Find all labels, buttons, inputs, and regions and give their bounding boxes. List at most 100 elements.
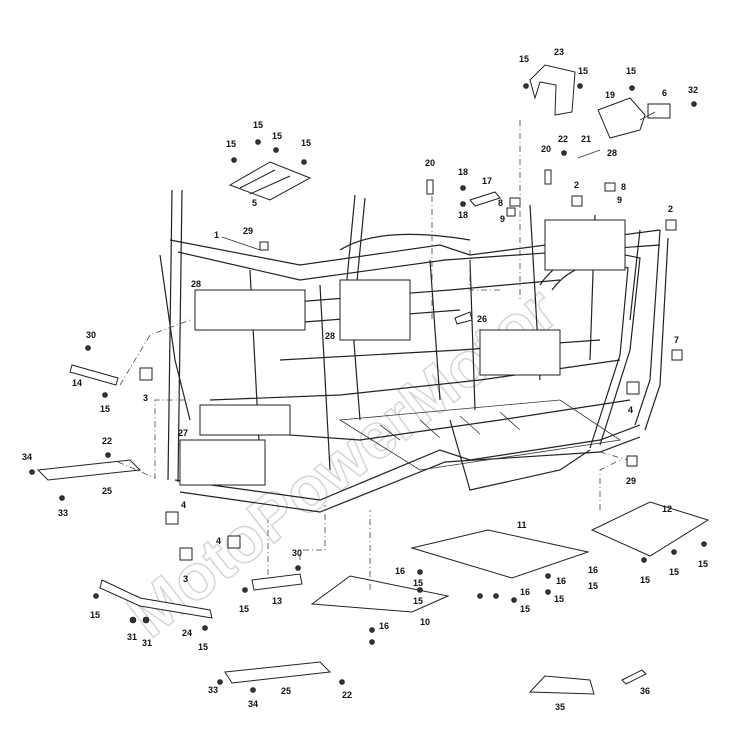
callout-15l: 15 (413, 578, 423, 588)
bracket-part-5 (228, 161, 312, 201)
callout-18b: 18 (458, 210, 468, 220)
callout-20: 20 (425, 158, 435, 168)
callout-16d: 16 (588, 565, 598, 575)
callout-24: 24 (182, 628, 192, 638)
callout-31: 31 (127, 632, 137, 642)
callout-15q: 15 (640, 575, 650, 585)
pad-part-4-a (165, 511, 179, 525)
callout-9b: 9 (617, 195, 622, 205)
callout-18: 18 (458, 167, 468, 177)
callout-16c: 16 (556, 576, 566, 586)
bracket-part-19 (597, 97, 646, 139)
callout-15d: 15 (301, 138, 311, 148)
callout-15f: 15 (578, 66, 588, 76)
callout-15i: 15 (90, 610, 100, 620)
callout-12: 12 (662, 504, 672, 514)
callout-4c: 4 (628, 405, 633, 415)
skid-plate-part-10 (310, 575, 450, 613)
grommet-part-26 (454, 311, 473, 325)
callout-15o: 15 (554, 594, 564, 604)
callout-19: 19 (605, 90, 615, 100)
main-frame (159, 189, 669, 513)
pin-part-8-b (604, 182, 616, 192)
callout-28c: 28 (325, 331, 335, 341)
callout-28b: 28 (607, 148, 617, 158)
callout-15h: 15 (100, 404, 110, 414)
callout-10: 10 (420, 617, 430, 627)
callout-30b: 30 (292, 548, 302, 558)
callout-16a: 16 (395, 566, 405, 576)
callout-33b: 33 (208, 685, 218, 695)
skid-plate-part-11 (410, 529, 590, 579)
pad-part-2-a (571, 195, 583, 207)
callout-3b: 3 (183, 574, 188, 584)
bracket-part-24 (99, 579, 213, 619)
callout-15j: 15 (198, 642, 208, 652)
callout-8: 8 (498, 198, 503, 208)
pad-part-3-lower (179, 547, 193, 561)
callout-15m: 15 (413, 596, 423, 606)
pad-part-4-c (626, 381, 640, 395)
callout-5: 5 (252, 198, 257, 208)
arm-part-25-lower (224, 661, 332, 684)
callout-16b: 16 (379, 621, 389, 631)
callout-7: 7 (674, 335, 679, 345)
callout-4b: 4 (216, 536, 221, 546)
callout-23: 23 (554, 47, 564, 57)
callout-15e: 15 (519, 54, 529, 64)
wrench-part-36 (621, 669, 647, 685)
pin-part-9-a (506, 207, 516, 217)
callout-13: 13 (272, 596, 282, 606)
pad-part-3-upper (139, 367, 153, 381)
callout-8b: 8 (621, 182, 626, 192)
callout-34: 34 (22, 452, 32, 462)
cover-part-35 (528, 675, 595, 695)
callout-9: 9 (500, 214, 505, 224)
callout-26: 26 (477, 314, 487, 324)
callout-15g: 15 (626, 66, 636, 76)
pad-part-29-lower (626, 455, 638, 467)
pad-part-7 (671, 349, 683, 361)
callout-11: 11 (517, 520, 527, 530)
callout-2: 2 (574, 180, 579, 190)
callout-22: 22 (558, 134, 568, 144)
callout-25b: 25 (281, 686, 291, 696)
callout-34b: 34 (248, 699, 258, 709)
callout-1: 1 (214, 230, 219, 240)
bolt-part-20-b (544, 169, 552, 185)
callout-15a: 15 (226, 139, 236, 149)
callout-6: 6 (662, 88, 667, 98)
callout-27: 27 (178, 428, 188, 438)
callout-15r: 15 (669, 567, 679, 577)
callout-20b: 20 (541, 144, 551, 154)
arm-part-25-upper (36, 459, 142, 481)
clip-part-17 (469, 191, 501, 207)
callout-16e: 16 (520, 587, 530, 597)
bracket-part-13 (251, 573, 303, 591)
callout-29b: 29 (626, 476, 636, 486)
callout-17: 17 (482, 176, 492, 186)
callout-25: 25 (102, 486, 112, 496)
callout-15b: 15 (253, 120, 263, 130)
callout-29: 29 (243, 226, 253, 236)
skid-plate-part-12 (590, 501, 710, 557)
callout-31b: 31 (142, 638, 152, 648)
fastener-markers (29, 83, 707, 693)
callout-15p: 15 (588, 581, 598, 591)
callout-15c: 15 (272, 131, 282, 141)
pad-part-4-b (227, 535, 241, 549)
callout-35: 35 (555, 702, 565, 712)
callout-2b: 2 (668, 204, 673, 214)
callout-15n: 15 (520, 604, 530, 614)
callout-32: 32 (688, 85, 698, 95)
block-part-6 (647, 103, 671, 119)
leader-lines (117, 111, 656, 590)
pin-part-8-a (509, 197, 521, 207)
callout-22c: 22 (342, 690, 352, 700)
bolt-part-20-a (426, 179, 434, 195)
arm-part-14 (69, 364, 119, 386)
pad-part-2-b (665, 219, 677, 231)
callout-4: 4 (181, 500, 186, 510)
callout-15k: 15 (239, 604, 249, 614)
callout-22b: 22 (102, 436, 112, 446)
